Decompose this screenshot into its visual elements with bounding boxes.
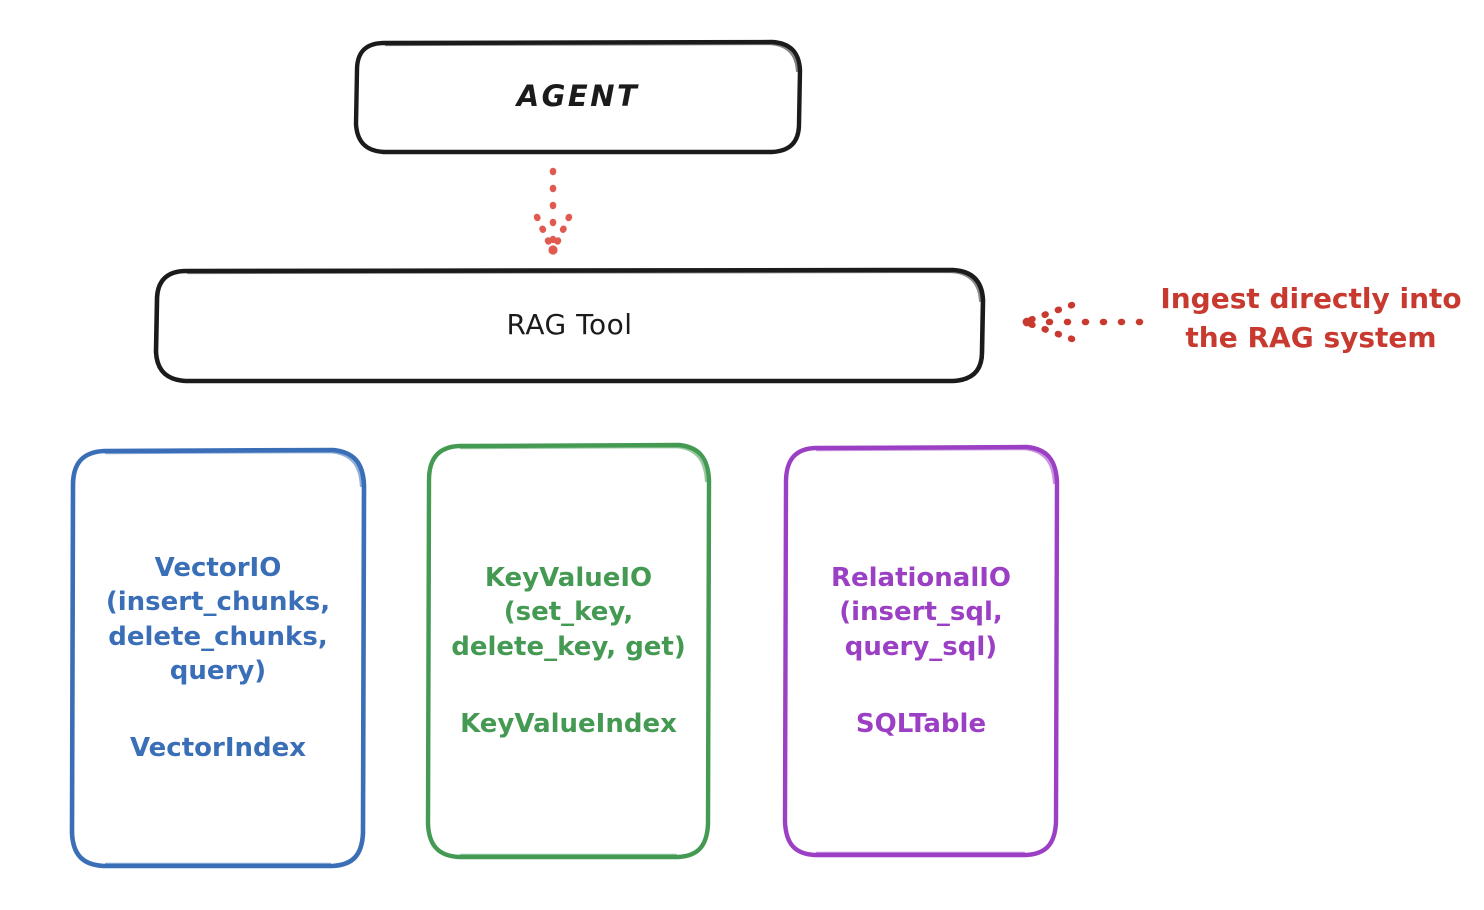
node-key-value-io-shape[interactable] [425, 442, 712, 860]
node-agent-shape[interactable] [353, 39, 803, 155]
node-relational-io-shape[interactable] [782, 444, 1060, 858]
node-vector-io-shape[interactable] [69, 447, 367, 869]
connector-agent-to-rag-tool [533, 167, 573, 255]
connector-note-to-rag-tool [1022, 301, 1144, 343]
node-rag-tool-shape[interactable] [153, 267, 986, 384]
